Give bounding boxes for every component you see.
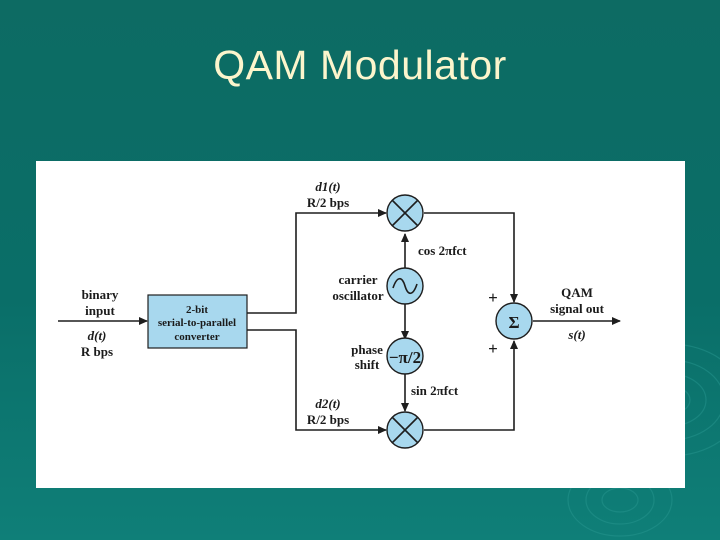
output-label-1: QAM xyxy=(561,285,593,300)
upper-branch-line xyxy=(247,209,387,314)
bottom-rate: R/2 bps xyxy=(307,412,349,427)
cos-label: cos 2πfct xyxy=(418,243,467,258)
diagram-panel: 2-bit serial-to-parallel converter −π/2 … xyxy=(36,161,685,488)
output-signal: s(t) xyxy=(567,327,585,342)
phase-label-2: shift xyxy=(355,357,380,372)
phase-shift-value: −π/2 xyxy=(389,348,421,367)
input-rate: R bps xyxy=(81,344,113,359)
plus-bottom: + xyxy=(488,339,498,358)
serial-to-parallel-converter-block xyxy=(147,294,248,349)
sum-symbol: Σ xyxy=(508,313,519,332)
top-signal: d1(t) xyxy=(315,179,340,194)
summing-junction xyxy=(495,302,533,340)
bottom-multiplier-icon xyxy=(386,411,424,449)
carrier-label-1: carrier xyxy=(339,272,378,287)
converter-line-2: serial-to-parallel xyxy=(158,317,236,329)
top-mixer-to-sum-line xyxy=(424,212,518,303)
input-label-2: input xyxy=(85,303,115,318)
sin-label: sin 2πfct xyxy=(411,383,459,398)
plus-top: + xyxy=(488,288,498,307)
bottom-signal: d2(t) xyxy=(315,396,340,411)
qam-block-diagram: 2-bit serial-to-parallel converter −π/2 … xyxy=(58,179,621,449)
top-multiplier-icon xyxy=(386,194,424,232)
bottom-mixer-to-sum-line xyxy=(424,340,518,431)
output-label-2: signal out xyxy=(550,301,604,316)
lower-branch-line xyxy=(247,329,387,434)
input-signal: d(t) xyxy=(88,328,107,343)
converter-line-3: converter xyxy=(174,331,219,343)
phase-shift-block xyxy=(386,337,424,375)
carrier-label-2: oscillator xyxy=(332,288,383,303)
slide-title: QAM Modulator xyxy=(213,42,507,88)
phase-label-1: phase xyxy=(351,342,383,357)
carrier-oscillator-icon xyxy=(386,267,424,305)
converter-line-1: 2-bit xyxy=(186,304,208,316)
top-rate: R/2 bps xyxy=(307,195,349,210)
input-label-1: binary xyxy=(82,287,119,302)
